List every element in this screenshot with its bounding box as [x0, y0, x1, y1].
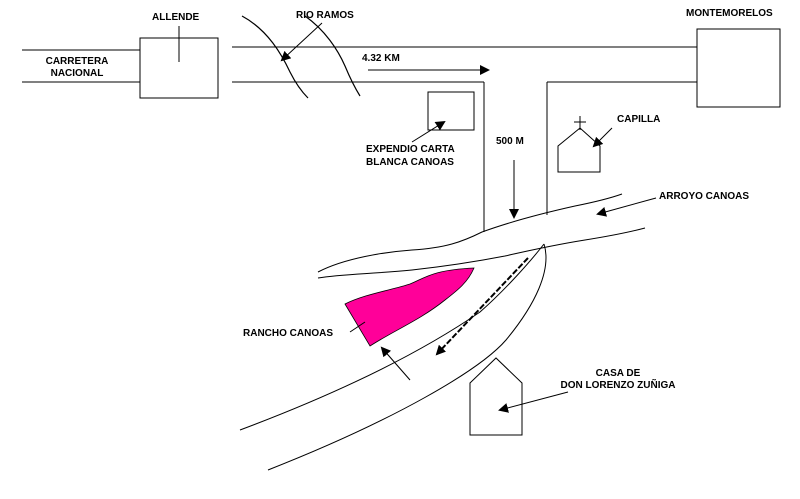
arroyo-label: ARROYO CANOAS — [659, 191, 750, 202]
rancho-canoas-area — [344, 267, 475, 347]
casa-label-line2: DON LORENZO ZUÑIGA — [560, 380, 676, 391]
route-arrow — [435, 257, 529, 356]
rio-ramos-river — [241, 15, 361, 99]
expendio-label-line1: EXPENDIO CARTA — [366, 144, 455, 155]
carretera-label-line2: NACIONAL — [50, 68, 104, 79]
distance-label: 4.32 KM — [362, 53, 400, 64]
side-road — [483, 82, 548, 232]
casa-label-line1: CASA DE — [595, 368, 641, 379]
capilla-icon — [557, 116, 601, 173]
expendio-label-line2: BLANCA CANOAS — [366, 157, 454, 168]
arroyo-canoas-stream — [317, 193, 646, 279]
casa-arrow — [498, 391, 569, 413]
montemorelos-label: MONTEMORELOS — [686, 8, 773, 19]
arroyo-arrow — [596, 197, 657, 217]
rancho-entry-arrow — [380, 346, 411, 381]
rio-ramos-label: RIO RAMOS — [296, 10, 354, 21]
rancho-access-road — [239, 243, 547, 471]
house-icon — [469, 357, 523, 436]
distance-500-label: 500 M — [496, 136, 524, 147]
allende-label: ALLENDE — [152, 12, 200, 23]
carretera-road — [22, 49, 140, 83]
expendio-arrow — [411, 120, 446, 143]
expendio-box — [427, 91, 475, 131]
rancho-label: RANCHO CANOAS — [243, 328, 333, 339]
rio-ramos-arrow — [280, 22, 323, 62]
capilla-arrow — [592, 127, 613, 148]
capilla-label: CAPILLA — [617, 114, 661, 125]
main-highway — [232, 46, 697, 83]
rancho-arrow — [349, 321, 366, 333]
carretera-label-line1: CARRETERA — [45, 56, 109, 67]
montemorelos-box — [696, 28, 781, 108]
